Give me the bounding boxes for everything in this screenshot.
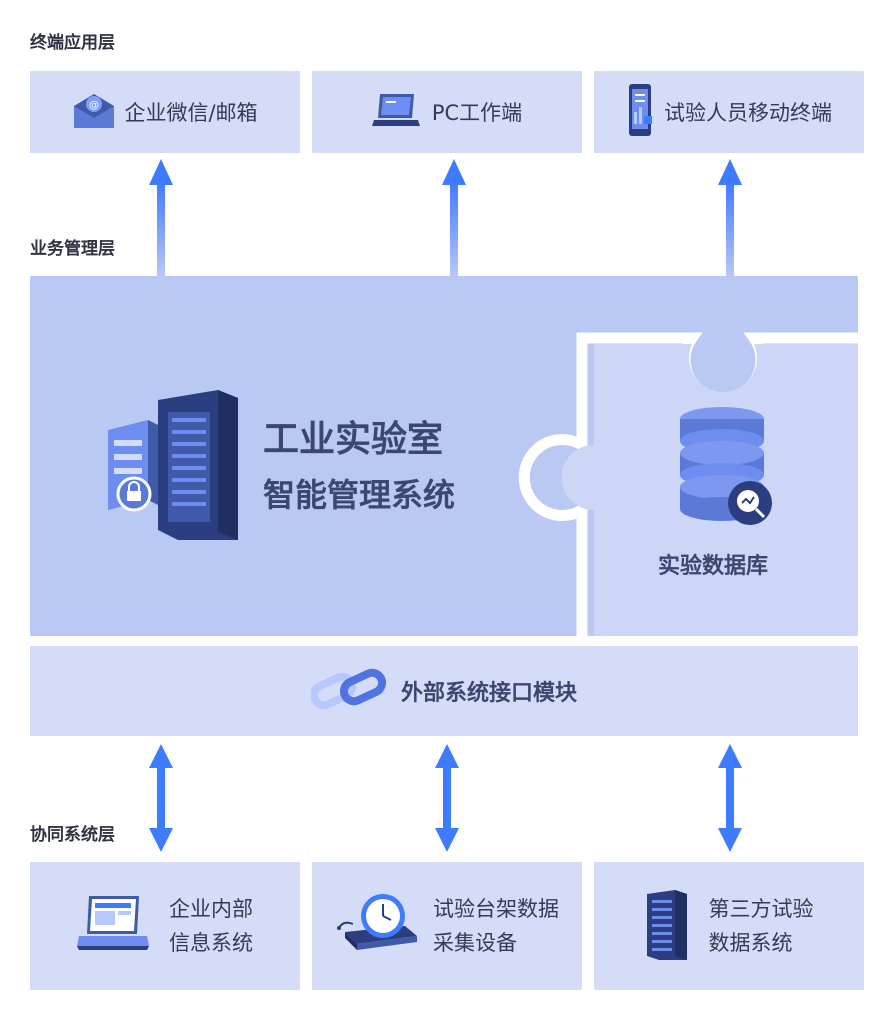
- collab-card-rig-line1: 试验台架数据: [433, 897, 559, 921]
- business-layer-label: 业务管理层: [30, 239, 115, 259]
- terminal-card-mobile: 试验人员移动终端: [594, 71, 864, 153]
- server-rack-icon: [108, 390, 240, 544]
- collab-card-rig-line2: 采集设备: [433, 931, 517, 955]
- collab-card-internal: 企业内部 信息系统: [30, 862, 300, 990]
- interface-module: 外部系统接口模块: [30, 646, 858, 736]
- svg-text:@: @: [89, 100, 99, 111]
- collab-card-third: 第三方试验 数据系统: [594, 862, 864, 990]
- terminal-card-pc: PC工作端: [312, 71, 582, 153]
- arrow-up-email: [148, 155, 174, 277]
- collab-card-third-line2: 数据系统: [708, 931, 793, 955]
- server-icon: [645, 888, 689, 964]
- core-title-line1: 工业实验室: [263, 419, 444, 460]
- clock-device-icon: [335, 892, 419, 960]
- collab-card-internal-line1: 企业内部: [169, 897, 253, 921]
- email-icon: @: [72, 88, 116, 136]
- terminal-card-mobile-label: 试验人员移动终端: [664, 101, 832, 125]
- mobile-icon: [626, 82, 656, 142]
- link-chain-icon: [309, 663, 387, 719]
- collab-layer-label: 协同系统层: [30, 825, 115, 845]
- laptop-icon: [371, 90, 422, 134]
- terminal-card-email: @ 企业微信/邮箱: [30, 71, 300, 153]
- arrow-up-pc: [441, 155, 467, 277]
- collab-card-internal-line2: 信息系统: [169, 931, 253, 955]
- laptop-browser-icon: [77, 894, 149, 958]
- arrow-up-mobile: [717, 155, 743, 277]
- arrow-double-rig: [434, 742, 460, 854]
- interface-label: 外部系统接口模块: [400, 681, 577, 706]
- database-icon: [678, 405, 778, 533]
- terminal-card-pc-label: PC工作端: [431, 101, 523, 125]
- collab-card-third-line1: 第三方试验: [708, 897, 814, 921]
- collab-card-rig: 试验台架数据 采集设备: [312, 862, 582, 990]
- core-title-line2: 智能管理系统: [263, 476, 456, 514]
- arrow-double-internal: [148, 742, 174, 854]
- database-label: 实验数据库: [658, 554, 769, 579]
- arrow-double-third: [717, 742, 743, 854]
- terminal-layer-label: 终端应用层: [30, 33, 115, 53]
- terminal-card-email-label: 企业微信/邮箱: [124, 101, 258, 125]
